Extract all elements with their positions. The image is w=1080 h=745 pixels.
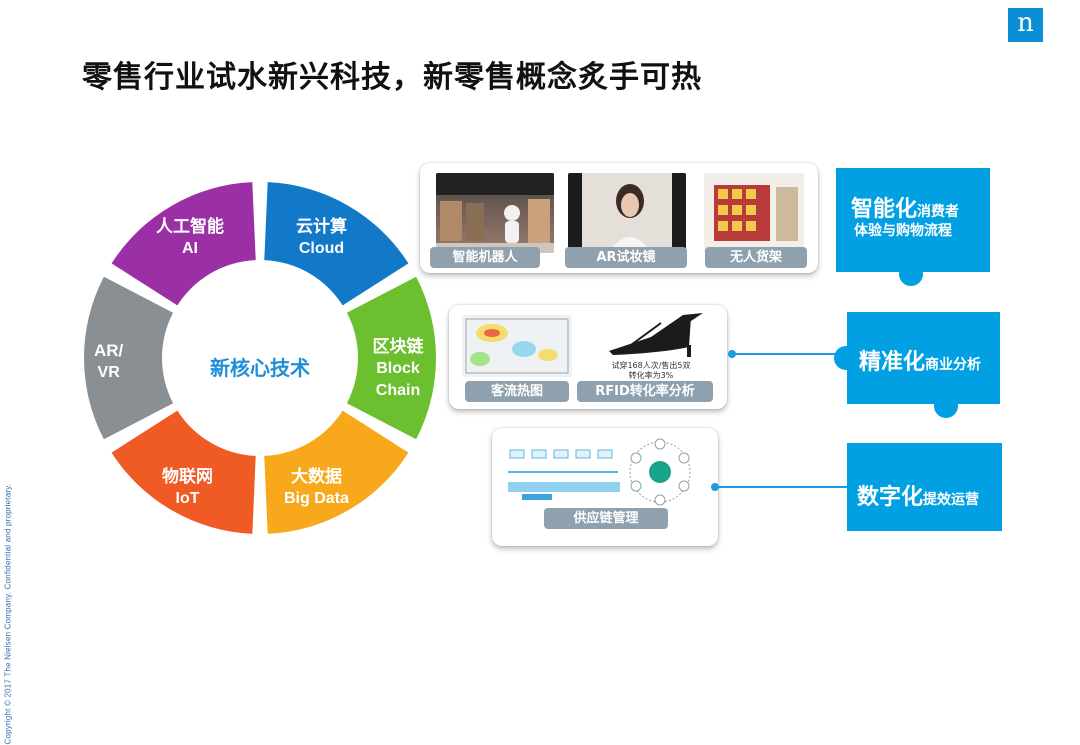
shoe-stat-line1: 试穿168人次/售出5双 bbox=[611, 361, 691, 370]
ring-segment-iot bbox=[111, 410, 256, 534]
puzzle-piece-intelligent bbox=[836, 168, 990, 272]
caption-rfid: RFID转化率分析 bbox=[577, 381, 713, 402]
puzzle-knob-2 bbox=[934, 394, 958, 418]
caption-ar-mirror: AR试妆镜 bbox=[565, 247, 687, 268]
puzzle-knob-1 bbox=[899, 262, 923, 286]
card-supply-chain: 供应链管理 bbox=[492, 428, 718, 546]
caption-heatmap: 客流热图 bbox=[465, 381, 569, 402]
card-analytics: 试穿168人次/售出5双 转化率为3% 客流热图 RFID转化率分析 bbox=[449, 305, 727, 409]
card-smart-retail: 智能机器人 AR试妆镜 无人货架 bbox=[420, 163, 818, 273]
ring-segment-blockchain bbox=[346, 276, 437, 440]
caption-supply-chain: 供应链管理 bbox=[544, 508, 668, 529]
ring-segment-arvr bbox=[83, 276, 174, 440]
puzzle-piece-precise bbox=[847, 312, 1000, 404]
puzzle-label-intelligent: 智能化消费者 bbox=[851, 197, 960, 222]
supply-chain-diagram bbox=[502, 436, 702, 510]
ar-mirror-photo bbox=[568, 173, 686, 253]
core-tech-ring bbox=[83, 182, 437, 534]
puzzle-label-digital: 数字化提效运营 bbox=[857, 485, 980, 510]
shoe-photo: 试穿168人次/售出5双 转化率为3% bbox=[591, 307, 711, 385]
caption-robot: 智能机器人 bbox=[430, 247, 540, 268]
puzzle-piece-digital bbox=[847, 443, 1002, 531]
connector-dot-3 bbox=[711, 483, 719, 491]
segment-arvr-label: AR/VR bbox=[94, 341, 124, 381]
connector-line-3 bbox=[718, 486, 847, 488]
page-title: 零售行业试水新兴科技，新零售概念炙手可热 bbox=[82, 60, 702, 95]
ring-segment-ai bbox=[111, 182, 256, 306]
puzzle-knob-3 bbox=[834, 346, 858, 370]
ring-segment-cloud bbox=[264, 182, 409, 306]
copyright-notice: Copyright © 2017 The Nielsen Company. Co… bbox=[3, 483, 13, 745]
unmanned-shelf-photo bbox=[704, 173, 804, 253]
shoe-stat-line2: 转化率为3% bbox=[628, 371, 674, 380]
nielsen-logo: n bbox=[1008, 8, 1043, 42]
ring-segment-bigdata bbox=[264, 410, 409, 534]
connector-dot-2 bbox=[728, 350, 736, 358]
puzzle-label-precise: 精准化商业分析 bbox=[859, 350, 982, 375]
robot-photo bbox=[436, 173, 554, 253]
caption-unmanned-shelf: 无人货架 bbox=[705, 247, 807, 268]
puzzle-sublabel-intelligent: 体验与购物流程 bbox=[854, 223, 952, 239]
heatmap-photo bbox=[462, 315, 572, 377]
connector-line-2 bbox=[735, 353, 847, 355]
ring-center-label: 新核心技术 bbox=[210, 356, 310, 380]
